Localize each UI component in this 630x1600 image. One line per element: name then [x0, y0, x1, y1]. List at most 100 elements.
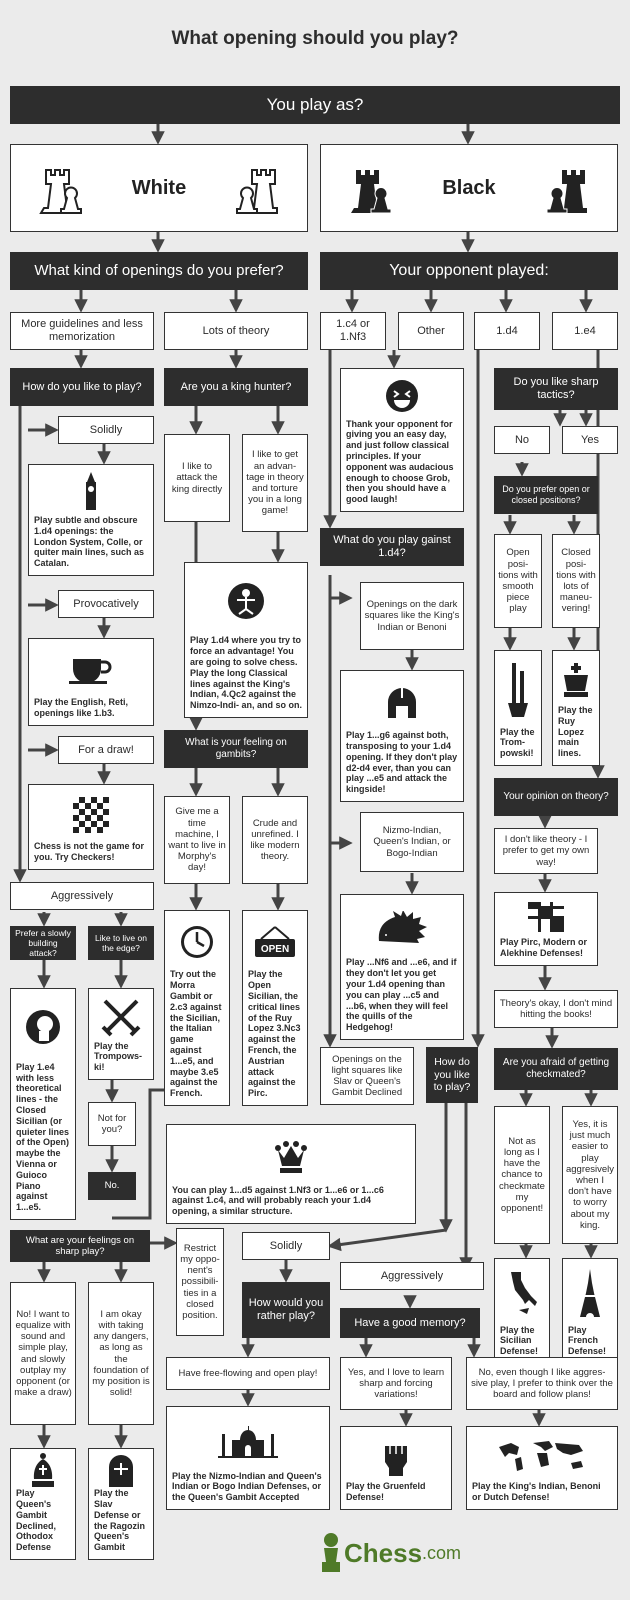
- node-no-equalize[interactable]: No! I want to equalize with sound and si…: [10, 1282, 76, 1425]
- white-choice[interactable]: White: [10, 144, 308, 232]
- node-free-flowing[interactable]: Have free-flowing and open play!: [166, 1357, 330, 1390]
- q-checkmated: Are you afraid of getting checkmated?: [494, 1048, 618, 1090]
- result-gruenfeld: Play the Gruenfeld Defense!: [340, 1426, 452, 1510]
- start-question: You play as?: [10, 86, 620, 124]
- spartan-helmet-icon: [388, 687, 416, 718]
- q-theory-opinion: Your opinion on theory?: [494, 778, 618, 816]
- node-closed-positions[interactable]: Closed posi- tions with lots of maneu- v…: [552, 534, 600, 628]
- result-pirc: Play Pirc, Modern or Alekhine Defenses!: [494, 892, 598, 966]
- q-what-vs-d4: What do you play gainst 1.d4?: [320, 528, 464, 566]
- q-rather-play: How would you rather play?: [242, 1282, 330, 1338]
- q-how-like-play: How do you like to play?: [426, 1047, 478, 1103]
- move-d4[interactable]: 1.d4: [474, 312, 540, 350]
- q-opponent-played: Your opponent played:: [320, 252, 618, 290]
- btn-yes[interactable]: Yes: [562, 426, 618, 454]
- node-not-for-you[interactable]: Not for you?: [88, 1102, 136, 1146]
- node-light-squares[interactable]: Openings on the light squares like Slav …: [320, 1047, 414, 1105]
- white-rook-pawn-icon: [39, 169, 83, 214]
- result-g6-transpose: Play 1...g6 against both, transposing to…: [340, 670, 464, 802]
- style-aggressively[interactable]: Aggressively: [10, 882, 154, 910]
- node-dont-like-theory[interactable]: I don't like theory - I prefer to get my…: [494, 828, 598, 874]
- result-sicilian-def: Play the Sicilian Defense!: [494, 1258, 550, 1364]
- node-torture[interactable]: I like to get an advan- tage in theory a…: [242, 434, 308, 532]
- result-french-def: Play French Defense!: [562, 1258, 618, 1364]
- world-map-icon: [499, 1441, 583, 1472]
- node-yes-easier[interactable]: Yes, it is just much easier to play aggr…: [562, 1106, 618, 1244]
- crossed-swords-icon: [101, 999, 141, 1037]
- style-solidly[interactable]: Solidly: [58, 416, 154, 444]
- white-label: White: [131, 176, 187, 199]
- pawn-logo-icon: [322, 1533, 340, 1572]
- laughing-face-icon: [386, 379, 418, 412]
- move-e4[interactable]: 1.e4: [552, 312, 618, 350]
- style-solidly-2[interactable]: Solidly: [242, 1232, 330, 1260]
- result-subtle-d4: Play subtle and obscure 1.d4 openings: t…: [28, 464, 154, 576]
- result-tromp: Play the Trom- powski!: [494, 650, 542, 766]
- black-choice[interactable]: Black: [320, 144, 618, 232]
- result-thank-opponent: Thank your opponent for giving you an ea…: [340, 368, 464, 512]
- move-other[interactable]: Other: [398, 312, 464, 350]
- black-label: Black: [442, 176, 496, 199]
- chess-com-logo[interactable]: Chess.com: [318, 1530, 478, 1576]
- clock-tower-icon: [86, 472, 96, 510]
- result-c4-structure: You can play 1...d5 against 1.Nf3 or 1..…: [166, 1124, 416, 1224]
- node-okay-dangers[interactable]: I am okay with taking any dangers, as lo…: [88, 1282, 154, 1425]
- q-gambits: What is your feeling on gambits?: [164, 730, 308, 768]
- node-crude[interactable]: Crude and unrefined. I like modern theor…: [242, 796, 308, 884]
- node-nimzo-family[interactable]: Nizmo-Indian, Queen's Indian, or Bogo-In…: [360, 812, 464, 872]
- q-good-memory: Have a good memory?: [340, 1308, 480, 1338]
- style-draw[interactable]: For a draw!: [58, 736, 154, 764]
- style-provocatively[interactable]: Provocatively: [58, 590, 154, 618]
- btn-no[interactable]: No: [494, 426, 550, 454]
- result-ruy: Play the Ruy Lopez main lines.: [552, 650, 600, 766]
- node-not-as-long[interactable]: Not as long as I have the chance to chec…: [494, 1106, 550, 1244]
- thinking-head-icon: [26, 1010, 60, 1045]
- q-open-closed: Do you prefer open or closed positions?: [494, 476, 598, 514]
- move-c4-nf3[interactable]: 1.c4 or 1.Nf3: [320, 312, 386, 350]
- node-dark-squares[interactable]: Openings on the dark squares like the Ki…: [360, 582, 464, 650]
- result-hedgehog: Play ...Nf6 and ...e6, and if they don't…: [340, 894, 464, 1040]
- hedgehog-icon: [378, 911, 427, 944]
- taj-mahal-icon: [218, 1425, 278, 1458]
- result-morra: Try out the Morra Gambit or 2.c3 against…: [164, 910, 230, 1106]
- node-no-aggressive[interactable]: No, even though I like aggres- sive play…: [466, 1357, 618, 1410]
- bishop-icon: [32, 1452, 54, 1487]
- q-sharp-tactics: Do you like sharp tactics?: [494, 368, 618, 410]
- result-long-classical: Play 1.d4 where you try to force an adva…: [184, 562, 308, 718]
- eiffel-tower-icon: [580, 1268, 600, 1317]
- q-white-kind: What kind of openings do you prefer?: [10, 252, 308, 290]
- white-rook-pawn-icon: [235, 169, 278, 214]
- result-open-sicilian: OPEN Play the Open Sicilian, the critica…: [242, 910, 308, 1106]
- result-closed-sicilian: Play 1.e4 with less theoretical lines - …: [10, 988, 76, 1220]
- trombone-icon: [508, 662, 528, 717]
- node-open-positions[interactable]: Open posi- tions with smooth piece play: [494, 534, 542, 628]
- node-yes-learn[interactable]: Yes, and I love to learn sharp and forci…: [340, 1357, 452, 1410]
- result-slav: Play the Slav Defense or the Ragozin Que…: [88, 1448, 154, 1560]
- knight-helmet-icon: [109, 1454, 133, 1487]
- node-restrict[interactable]: Restrict my oppo- nent's possibili- ties…: [176, 1228, 224, 1336]
- black-rook-pawn-icon: [351, 170, 392, 214]
- result-kings-indian: Play the King's Indian, Benoni or Dutch …: [466, 1426, 618, 1510]
- queen-icon: [275, 1140, 307, 1173]
- q-live-edge: Like to live on the edge?: [88, 926, 154, 960]
- shiva-icon: [228, 583, 264, 620]
- king-icon: [564, 663, 588, 697]
- node-theory-ok[interactable]: Theory's okay, I don't mind hitting the …: [494, 990, 618, 1028]
- raised-fist-icon: [385, 1446, 407, 1477]
- option-guidelines[interactable]: More guidelines and less memorization: [10, 312, 154, 350]
- chess-pattern-icon: [528, 902, 564, 933]
- option-theory[interactable]: Lots of theory: [164, 312, 308, 350]
- open-sign-icon: OPEN: [255, 926, 295, 958]
- result-nimzo: Play the Nizmo-Indian and Queen's Indian…: [166, 1406, 330, 1510]
- result-trompowski-2: Play the Trompows- ki!: [88, 988, 154, 1080]
- node-time-machine[interactable]: Give me a time machine, I want to live i…: [164, 796, 230, 884]
- node-no[interactable]: No.: [88, 1172, 136, 1200]
- result-qgd: Play Queen's Gambit Declined, Othodox De…: [10, 1448, 76, 1560]
- checkerboard-icon: [73, 797, 109, 834]
- node-attack-king[interactable]: I like to attack the king directly: [164, 434, 230, 522]
- q-how-play: How do you like to play?: [10, 368, 154, 406]
- q-prefer-slow: Prefer a slowly building attack?: [10, 926, 76, 960]
- result-english: Play the English, Reti, openings like 1.…: [28, 638, 154, 726]
- style-aggressively-2[interactable]: Aggressively: [340, 1262, 484, 1290]
- svg-text:OPEN: OPEN: [261, 944, 289, 955]
